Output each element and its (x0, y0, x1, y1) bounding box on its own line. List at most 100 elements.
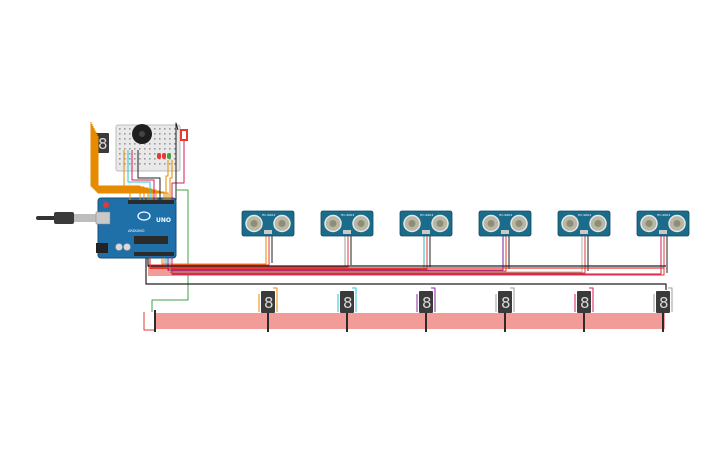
green-wire (151, 189, 189, 312)
breadboard-hole (119, 133, 121, 135)
sensor-wire (169, 236, 583, 273)
led-red-1[interactable] (157, 153, 161, 159)
breadboard-hole (169, 143, 171, 145)
display-digit: 8 (659, 294, 669, 312)
breadboard-hole (119, 128, 121, 130)
ground-bus (147, 258, 666, 267)
display-digit: 8 (422, 294, 432, 312)
sensor-transducer-core (329, 220, 337, 227)
ultrasonic-sensor-icon[interactable]: HC-SR04 (478, 210, 532, 237)
ultrasonic-sensor-icon[interactable]: HC-SR04 (557, 210, 611, 237)
breadboard-hole (169, 148, 171, 150)
sensor-transducer-core (673, 220, 681, 227)
breadboard-hole (164, 133, 166, 135)
breadboard-hole (154, 133, 156, 135)
breadboard-hole (124, 128, 126, 130)
ultrasonic-sensor-group: HC-SR04 HC-SR04 HC-SR04 HC-SR04 HC-SR04 HC-SR… (241, 210, 690, 237)
bb-wire (137, 150, 161, 200)
sensor-power-wire (148, 236, 270, 266)
breadboard-hole (159, 163, 161, 165)
display-digit: 8 (501, 294, 511, 312)
breadboard-hole (164, 138, 166, 140)
breadboard-hole (154, 153, 156, 155)
arduino-uno-icon[interactable]: UNO ARDUINO (95, 197, 177, 259)
breadboard-hole (159, 148, 161, 150)
ground-bus-lower (145, 258, 667, 290)
breadboard-hole (119, 158, 121, 160)
breadboard-hole (129, 158, 131, 160)
breadboard-hole (159, 128, 161, 130)
sensor-transducer-core (250, 220, 258, 227)
breadboard-hole (124, 148, 126, 150)
led-group (157, 153, 171, 159)
bb-wire (123, 150, 131, 200)
button-wire (171, 141, 185, 200)
led-green[interactable] (167, 153, 171, 159)
ultrasonic-sensor-icon[interactable]: HC-SR04 (636, 210, 690, 237)
bb-wire (165, 160, 169, 200)
seven-segment-display-icon[interactable]: 8 (577, 291, 591, 332)
breadboard-hole (174, 163, 176, 165)
sensor-pins (501, 230, 509, 234)
piezo-buzzer-icon[interactable] (132, 124, 152, 144)
ultrasonic-sensor-icon[interactable]: HC-SR04 (320, 210, 374, 237)
breadboard-hole (144, 163, 146, 165)
seven-segment-display-icon[interactable]: 8 (340, 291, 354, 332)
sensor-power-wire (148, 236, 586, 274)
breadboard-hole (149, 148, 151, 150)
breadboard-hole (174, 158, 176, 160)
small-display-digit: 8 (98, 135, 108, 153)
usb-cable-icon[interactable] (36, 212, 96, 224)
bb-wire (131, 150, 155, 200)
sensor-transducer-core (408, 220, 416, 227)
led-red-2[interactable] (162, 153, 166, 159)
seven-segment-display-icon[interactable]: 8 (419, 291, 433, 332)
display-accent-wire (273, 287, 278, 312)
sensor-model-label: HC-SR04 (262, 213, 275, 217)
breadboard-hole (174, 143, 176, 145)
sensor-wire (163, 236, 346, 267)
sensor-model-label: HC-SR04 (578, 213, 591, 217)
pushbutton-icon[interactable] (180, 129, 188, 141)
display-accent-wire (668, 287, 673, 312)
sensor-transducer-core (487, 220, 495, 227)
breadboard-hole (169, 128, 171, 130)
breadboard-hole (134, 148, 136, 150)
bb-wire (169, 160, 173, 200)
display-accent-wire (589, 287, 594, 312)
display-body (498, 291, 512, 313)
display-body (261, 291, 275, 313)
breadboard-hole (144, 153, 146, 155)
sensor-transducer-core (645, 220, 653, 227)
breadboard-hole (164, 128, 166, 130)
seven-segment-display-icon[interactable]: 8 (261, 291, 275, 332)
breadboard-hole (134, 163, 136, 165)
breadboard-hole (124, 133, 126, 135)
sensor-model-label: HC-SR04 (341, 213, 354, 217)
breadboard-hole (139, 143, 141, 145)
sensor-pins (580, 230, 588, 234)
display-digit: 8 (343, 294, 353, 312)
breadboard-hole (174, 138, 176, 140)
ultrasonic-sensor-icon[interactable]: HC-SR04 (399, 210, 453, 237)
seven-segment-display-icon[interactable]: 8 (498, 291, 512, 332)
display-digit: 8 (264, 294, 274, 312)
sensor-pins (343, 230, 351, 234)
breadboard-hole (149, 158, 151, 160)
sensor-model-label: HC-SR04 (420, 213, 433, 217)
sensor-transducer-core (566, 220, 574, 227)
breadboard-hole (124, 143, 126, 145)
display-wire-orange (93, 128, 153, 200)
bb-wire (127, 150, 151, 200)
breadboard-hole (129, 153, 131, 155)
breadboard-hole (119, 143, 121, 145)
button-wire (175, 122, 179, 200)
breadboard-hole (139, 158, 141, 160)
seven-segment-display-icon[interactable]: 8 (656, 291, 670, 332)
sensor-transducer-core (515, 220, 523, 227)
breadboard-hole (134, 143, 136, 145)
ultrasonic-sensor-icon[interactable]: HC-SR04 (241, 210, 295, 237)
sensor-power-wire (148, 236, 349, 268)
